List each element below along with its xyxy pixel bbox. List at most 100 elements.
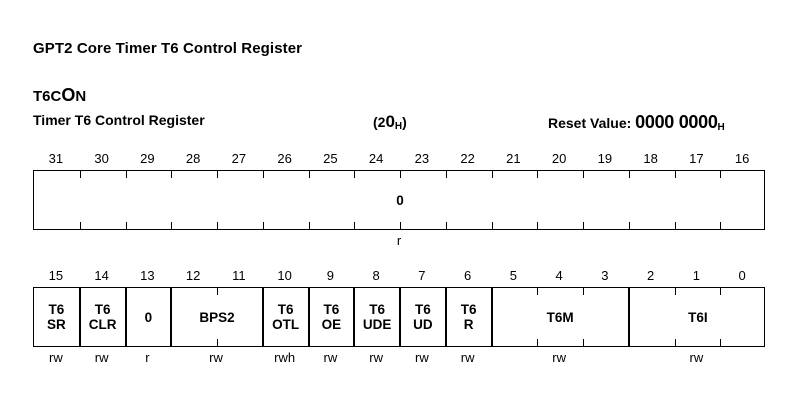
bit-boundary-tick [537, 171, 539, 178]
bit-boundary-tick [491, 171, 493, 178]
access-label-t6ud: rw [415, 350, 429, 365]
bit-number-10: 10 [277, 268, 292, 283]
bit-number-4: 4 [555, 268, 563, 283]
bit-boundary-tick [400, 171, 401, 178]
bit-boundary-tick [628, 222, 630, 229]
upper-access-row: r [33, 230, 765, 252]
bit-boundary-tick [720, 222, 722, 229]
bit-number-28: 28 [185, 151, 201, 166]
field-label-line2: OTL [272, 317, 300, 332]
bit-number-17: 17 [689, 151, 704, 166]
bit-boundary-tick [217, 288, 218, 295]
bit-boundary-tick [445, 171, 447, 178]
field-label-line1: T6 [414, 302, 431, 317]
bit-boundary-tick [583, 222, 584, 229]
register-address: (20H) [373, 112, 407, 132]
bit-number-1: 1 [692, 268, 700, 283]
field-label: 0 [144, 309, 153, 325]
register-short-name-big: O [61, 85, 76, 105]
upper-register-box: 0 [33, 170, 765, 230]
bit-boundary-tick [308, 171, 310, 178]
bit-boundary-tick [674, 339, 676, 346]
field-label-line1: T6 [48, 302, 65, 317]
bit-number-25: 25 [323, 151, 338, 166]
bit-boundary-tick [79, 222, 81, 229]
field-label: T6I [688, 309, 708, 325]
bit-boundary-tick [171, 222, 173, 229]
bit-boundary-tick [491, 222, 493, 229]
bit-number-20: 20 [551, 151, 567, 166]
field-label: 0 [396, 192, 404, 208]
field-label-line2: R [463, 317, 474, 332]
bit-number-11: 11 [232, 268, 246, 283]
register-description: Timer T6 Control Register [33, 112, 205, 128]
bit-number-23: 23 [414, 151, 430, 166]
address-suffix: ) [402, 114, 407, 130]
bit-number-14: 14 [94, 268, 109, 283]
address-hex-subscript: H [394, 121, 403, 132]
bit-number-16: 16 [734, 151, 750, 166]
bit-boundary-tick [583, 288, 584, 295]
field-label-line1: T6 [369, 302, 385, 317]
reset-value-label: Reset Value: [548, 115, 632, 131]
register-short-name-head: T6C [33, 88, 62, 105]
bit-number-24: 24 [368, 151, 384, 166]
bit-number-21: 21 [506, 151, 521, 166]
bit-number-9: 9 [326, 268, 334, 283]
bit-boundary-tick [720, 171, 722, 178]
bit-number-30: 30 [94, 151, 109, 166]
page-title: GPT2 Core Timer T6 Control Register [33, 40, 303, 57]
bit-boundary-tick [674, 288, 676, 295]
bit-boundary-tick [537, 288, 539, 295]
bit-boundary-tick [537, 222, 539, 229]
bit-number-3: 3 [601, 268, 609, 283]
bit-number-27: 27 [231, 151, 247, 166]
bit-boundary-tick [354, 171, 356, 178]
field-label-line2: CLR [88, 317, 117, 332]
bit-boundary-tick [79, 171, 81, 178]
bit-number-22: 22 [460, 151, 475, 166]
field-label-line2: UD [413, 317, 433, 332]
bit-number-15: 15 [48, 268, 64, 283]
bit-boundary-tick [308, 222, 310, 229]
bit-number-12: 12 [185, 268, 201, 283]
field-t6m-cell: T6M [491, 288, 629, 346]
field-0-cell: 0 [125, 288, 172, 346]
reset-value-hex-subscript: H [717, 122, 725, 133]
address-prefix: (2 [373, 114, 386, 130]
access-label-undefined: r [396, 233, 402, 248]
access-label-t6clr: rw [94, 350, 109, 365]
field-label-line1: T6 [94, 302, 111, 317]
bit-number-6: 6 [464, 268, 472, 283]
address-digit: 0 [385, 112, 395, 131]
bit-boundary-tick [674, 222, 676, 229]
field-label-line2: SR [46, 317, 66, 332]
bit-boundary-tick [445, 222, 447, 229]
bit-boundary-tick [217, 222, 218, 229]
bit-number-7: 7 [418, 268, 426, 283]
field-undefined-cell: 0 [34, 171, 766, 229]
bit-boundary-tick [628, 171, 630, 178]
bit-boundary-tick [354, 222, 356, 229]
bit-boundary-tick [583, 339, 584, 346]
field-label: BPS2 [199, 309, 235, 325]
access-label-bps2: rw [209, 350, 223, 365]
bit-number-31: 31 [48, 151, 64, 166]
bit-number-19: 19 [597, 151, 613, 166]
bit-boundary-tick [537, 339, 539, 346]
